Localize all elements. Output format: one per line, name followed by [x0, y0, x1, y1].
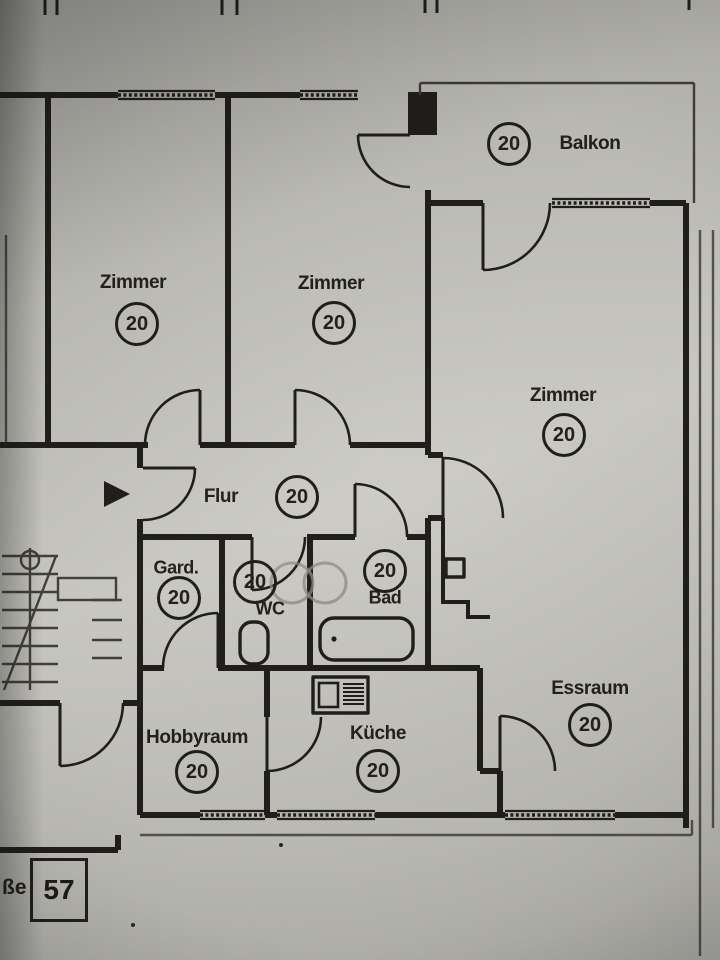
wall-pillar: [408, 92, 437, 135]
area-badge-gard: 20: [157, 576, 201, 620]
room-label-zimmer-mid: Zimmer: [297, 273, 365, 294]
area-value: 20: [243, 570, 267, 593]
room-label-zimmer-left: Zimmer: [99, 272, 167, 293]
windows: [118, 89, 650, 821]
door-zimmer-mid: [293, 388, 352, 446]
walls: [0, 81, 696, 853]
door-balcony-mid: [356, 133, 411, 189]
area-badge-wc: 20: [233, 560, 277, 604]
room-label-gard: Gard.: [153, 557, 199, 578]
door-zimmer-left: [143, 388, 202, 446]
room-label-kueche: Küche: [349, 723, 407, 744]
street-name-fragment: ße: [2, 876, 27, 899]
area-value: 20: [366, 759, 390, 782]
area-badge-hobbyraum: 20: [175, 750, 219, 794]
shaft-box: [444, 557, 466, 579]
area-badge-zimmer-mid: 20: [312, 301, 356, 345]
paper-speck: [279, 843, 283, 847]
area-badge-flur: 20: [275, 475, 319, 519]
bathtub-drain: [331, 636, 337, 642]
area-value: 20: [185, 760, 209, 783]
room-label-wc: WC: [255, 598, 285, 619]
area-value: 20: [125, 312, 149, 335]
house-number: 57: [43, 874, 75, 905]
door-balcony-right: [481, 202, 552, 272]
room-label-hobbyraum: Hobbyraum: [146, 727, 248, 748]
area-badge-kueche: 20: [356, 749, 400, 793]
door-flur-zimmer-right: [441, 456, 505, 519]
area-value: 20: [373, 559, 397, 582]
door-bad: [353, 482, 409, 538]
paper-speck: [131, 923, 135, 927]
room-label-bad: Bad: [368, 587, 402, 608]
room-label-zimmer-right: Zimmer: [529, 385, 597, 406]
area-value: 20: [322, 311, 346, 334]
room-label-balkon: Balkon: [559, 133, 621, 154]
door-entrance: [142, 466, 197, 522]
area-badge-zimmer-right: 20: [542, 413, 586, 457]
door-stair-lobby: [58, 702, 125, 768]
door-kueche-essraum: [498, 714, 557, 772]
toilet-icon: [238, 620, 270, 666]
top-tick-marks: [43, 0, 691, 15]
door-hobbyraum-kueche: [265, 716, 323, 773]
room-label-flur: Flur: [203, 486, 239, 507]
washbasin-icon: [302, 561, 348, 605]
house-number-box: 57: [30, 858, 88, 922]
entrance-arrow-icon: [104, 481, 130, 507]
stairs-icon: [2, 548, 122, 691]
area-badge-bad: 20: [363, 549, 407, 593]
room-label-essraum: Essraum: [551, 678, 629, 699]
area-value: 20: [167, 586, 191, 609]
area-badge-zimmer-left: 20: [115, 302, 159, 346]
area-badge-balkon: 20: [487, 122, 531, 166]
door-gard: [161, 611, 220, 669]
kitchen-sink-icon: [311, 675, 370, 715]
area-value: 20: [552, 423, 576, 446]
area-badge-essraum: 20: [568, 703, 612, 747]
area-value: 20: [578, 713, 602, 736]
bathtub-icon: [318, 616, 415, 662]
context-lines: [4, 230, 715, 956]
area-value: 20: [285, 485, 309, 508]
area-value: 20: [497, 132, 521, 155]
